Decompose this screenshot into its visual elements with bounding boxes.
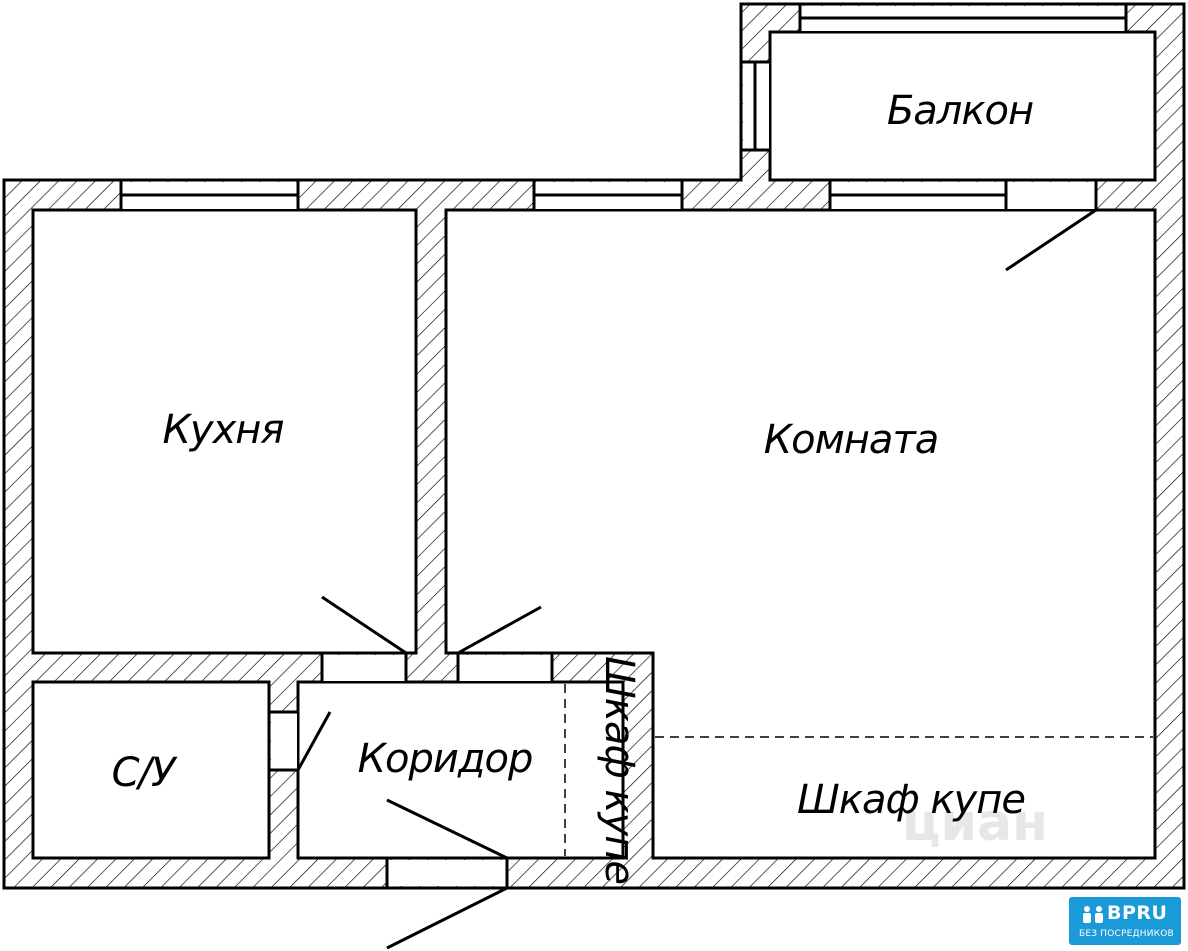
room-bathroom [31, 680, 271, 860]
door-leaf-entrance [386, 886, 508, 950]
door-leaf-living [457, 605, 542, 655]
door-leaf-kitchen [321, 595, 407, 655]
watermark: циан [902, 793, 1048, 853]
glazing-living [532, 180, 684, 210]
door-gap-bathroom [271, 712, 297, 770]
door-gap-entrance [387, 860, 507, 886]
room-living [444, 208, 1157, 860]
room-balcony [768, 30, 1157, 182]
brand-logo: BPRU БЕЗ ПОСРЕДНИКОВ [1069, 897, 1181, 945]
room-corridor [296, 680, 625, 860]
door-leaf-corridor-inner [386, 798, 508, 860]
label-bathroom: С/У [112, 750, 178, 796]
label-wardrobe-corridor: Шкаф купе [596, 656, 642, 884]
jambs-entrance-door [385, 858, 509, 888]
label-corridor: Коридор [358, 736, 533, 782]
people-icon [1083, 906, 1103, 923]
glazing-balcony-door [828, 180, 1098, 210]
room-kitchen [31, 208, 418, 655]
label-kitchen: Кухня [163, 407, 284, 453]
door-gap-balcony [1006, 182, 1096, 209]
door-gap-living [458, 655, 552, 681]
label-wardrobe-room: Шкаф купе [797, 777, 1025, 823]
glazing-balcony-top [798, 4, 1128, 32]
door-leaf-balcony [1005, 208, 1097, 272]
logo-name: BPRU [1107, 902, 1168, 924]
glazing-kitchen [119, 180, 300, 210]
jambs-kitchen-door [320, 653, 408, 682]
jambs-living-door [456, 653, 554, 682]
glazing-balcony-side [741, 60, 770, 152]
logo-tagline: БЕЗ ПОСРЕДНИКОВ [1079, 929, 1174, 939]
door-gap-kitchen [322, 655, 406, 681]
label-balcony: Балкон [887, 88, 1033, 134]
label-living-room: Комната [764, 417, 939, 463]
jambs-bathroom-door [269, 710, 298, 772]
door-leaf-bathroom [296, 711, 332, 771]
